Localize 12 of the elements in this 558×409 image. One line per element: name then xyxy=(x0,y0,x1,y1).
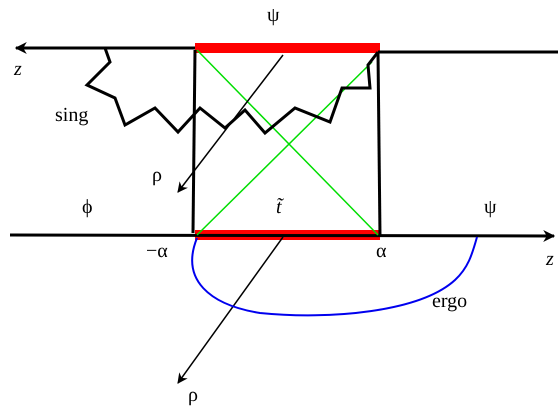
coordinate-label: ρ xyxy=(152,164,162,186)
coordinate-label: ψ xyxy=(484,196,497,218)
endpoint-label: −α xyxy=(146,240,168,262)
curve-label: sing xyxy=(55,104,88,126)
axis-label: z xyxy=(14,58,22,80)
axis-label: z xyxy=(546,248,554,270)
coordinate-label: ϕ xyxy=(82,196,93,218)
endpoint-label: α xyxy=(376,240,386,262)
coordinate-label: ψ xyxy=(267,4,280,26)
coordinate-label: ρ xyxy=(188,384,198,406)
coordinate-label: t̃ xyxy=(276,196,282,218)
curve-label: ergo xyxy=(432,290,468,312)
